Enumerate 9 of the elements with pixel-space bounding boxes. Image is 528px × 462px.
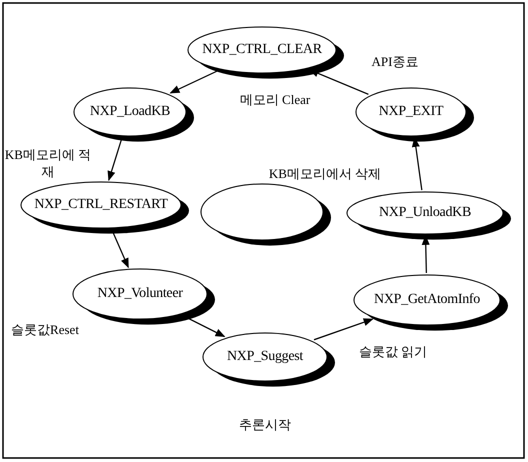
step-label: KB메모리에서 삭제 bbox=[268, 165, 382, 182]
step-label: API종료 bbox=[370, 53, 420, 70]
step-label: 메모리 Clear bbox=[238, 91, 312, 108]
arrow bbox=[170, 70, 218, 94]
arrow bbox=[314, 318, 374, 340]
step-label: 슬롯값 읽기 bbox=[358, 343, 428, 360]
step-label: 추론시작 bbox=[238, 416, 292, 433]
step-label: KB메모리에 적재 bbox=[4, 146, 92, 180]
arrow bbox=[108, 138, 123, 182]
